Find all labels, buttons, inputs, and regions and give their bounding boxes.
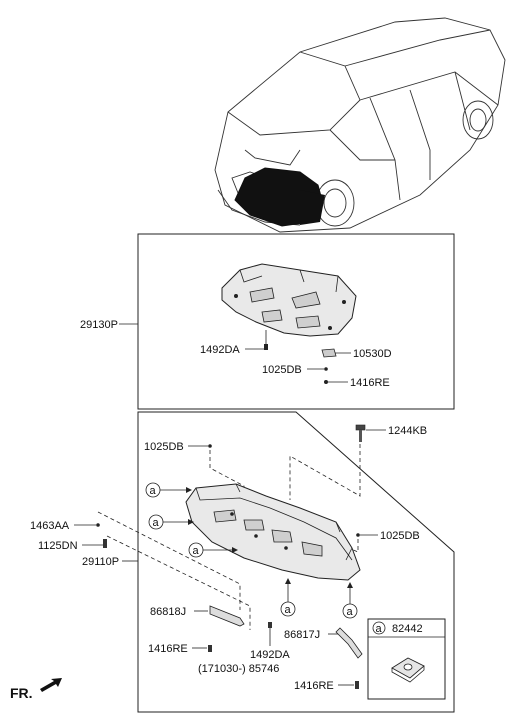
label-29130P: 29130P: [80, 319, 118, 331]
svg-text:a: a: [193, 545, 200, 557]
clip-10530D: [321, 348, 337, 358]
label-82442: 82442: [392, 623, 423, 635]
label-10530D: 10530D: [353, 348, 392, 360]
strip-86817J: [335, 627, 363, 659]
dash-1125DN: [106, 535, 251, 630]
screw-1416RE-right: [355, 681, 359, 689]
front-direction-marker: FR.: [10, 678, 62, 701]
engine-undercover-part: [221, 263, 357, 337]
lower-assembly-box: [137, 411, 455, 713]
svg-text:a: a: [153, 517, 160, 529]
strip-86818J: [209, 605, 245, 627]
screw-1416RE-top: [324, 380, 328, 384]
callout-a-3: a: [188, 542, 238, 558]
label-85746: (171030-) 85746: [198, 663, 279, 675]
label-86817J: 86817J: [284, 629, 320, 641]
upper-assembly-box: [137, 233, 455, 410]
callout-a-2: a: [148, 514, 194, 530]
label-1492DA-top: 1492DA: [200, 344, 240, 356]
label-1025DB-top: 1025DB: [262, 364, 302, 376]
bolt-1492DA-top: [264, 344, 268, 350]
label-1463AA: 1463AA: [30, 520, 70, 532]
label-29110P: 29110P: [82, 556, 119, 568]
rivet-1463AA: [96, 523, 100, 527]
callout-a-1: a: [145, 482, 192, 498]
car-illustration: [214, 17, 506, 233]
callout-a-5: a: [342, 582, 358, 619]
label-1416RE-right: 1416RE: [294, 680, 334, 692]
nut-1025DB-left: [208, 444, 212, 448]
screw-1416RE-left: [208, 645, 212, 652]
label-1025DB-left: 1025DB: [144, 441, 184, 453]
nut-1025DB-top: [324, 367, 328, 371]
label-1416RE-left: 1416RE: [148, 643, 188, 655]
legend-box-82442: a 82442: [367, 618, 446, 700]
label-1025DB-right: 1025DB: [380, 530, 420, 542]
svg-text:a: a: [150, 485, 157, 497]
label-1125DN: 1125DN: [38, 540, 78, 552]
fr-label: FR.: [10, 685, 33, 701]
callout-a-4: a: [280, 578, 296, 617]
front-arrow-icon: [40, 678, 62, 692]
bolt-1492DA-bottom: [268, 622, 272, 628]
label-1492DA-bottom: 1492DA: [250, 649, 290, 661]
svg-text:a: a: [285, 604, 292, 616]
bolt-1125DN: [103, 539, 107, 548]
svg-text:a: a: [347, 606, 354, 618]
front-undercover-part: [185, 483, 361, 581]
bolt-1244KB: [355, 424, 366, 442]
label-1416RE-top: 1416RE: [350, 377, 390, 389]
nut-1025DB-right: [356, 533, 360, 537]
dash-1244KB: [289, 444, 361, 500]
label-1244KB: 1244KB: [388, 425, 427, 437]
legend-callout-a: a: [376, 623, 383, 635]
label-86818J: 86818J: [150, 606, 186, 618]
